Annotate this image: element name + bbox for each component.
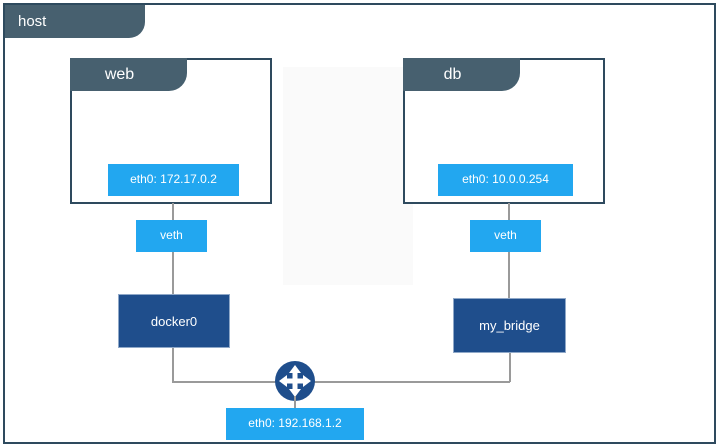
background-panel bbox=[283, 67, 413, 285]
host-tab-label: host bbox=[5, 5, 145, 38]
connector-bottom-bus bbox=[172, 381, 510, 383]
host-eth0-badge[interactable]: eth0: 192.168.1.2 bbox=[226, 408, 364, 440]
web-veth-badge[interactable]: veth bbox=[136, 220, 207, 252]
container-db-tab: db bbox=[403, 58, 520, 91]
db-eth0-badge[interactable]: eth0: 10.0.0.254 bbox=[438, 164, 573, 196]
connector-mybridge-to-bus bbox=[509, 353, 511, 382]
container-db-name: db bbox=[443, 65, 462, 83]
container-web-tab: web bbox=[70, 58, 187, 91]
connector-docker0-to-bus bbox=[172, 348, 174, 382]
db-veth-badge[interactable]: veth bbox=[470, 220, 541, 252]
container-web-name: web bbox=[104, 65, 135, 83]
four-way-arrow-icon[interactable] bbox=[274, 360, 316, 402]
bridge-docker0[interactable]: docker0 bbox=[118, 294, 230, 348]
bridge-my-bridge[interactable]: my_bridge bbox=[453, 298, 566, 353]
web-eth0-badge[interactable]: eth0: 172.17.0.2 bbox=[108, 164, 239, 196]
connector-icon-to-host-ip bbox=[294, 396, 296, 410]
